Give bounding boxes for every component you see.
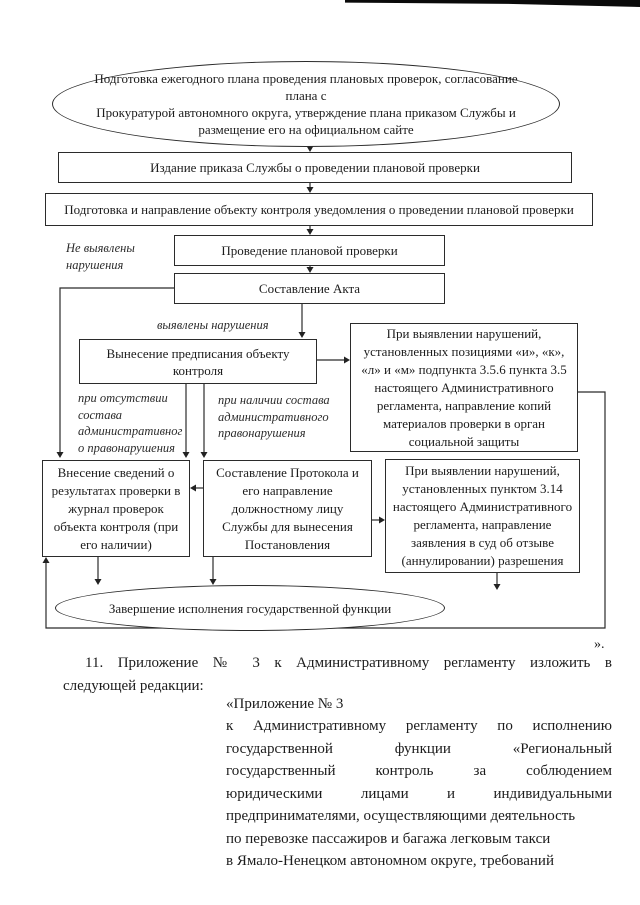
label-violations-found: выявлены нарушения [157, 318, 269, 332]
arrow-down [209, 579, 217, 585]
arrow-down [94, 579, 102, 585]
appendix-block-line: к Административному регламенту по исполн… [226, 718, 612, 734]
appendix-block-line: государственный контроль за соблюдением [226, 763, 612, 779]
scan-artifact-top-edge [345, 0, 640, 7]
flow-step-prescription: Вынесение предписания объекту контроля [79, 339, 317, 384]
appendix-block-line: в Ямало-Ненецком автономном округе, треб… [226, 853, 554, 869]
arrow-down [306, 146, 314, 152]
flow-end-ellipse: Завершение исполнения государственной фу… [55, 585, 445, 631]
flow-start-ellipse: Подготовка ежегодного плана проведения п… [52, 61, 560, 147]
flow-step-protocol: Составление Протокола и его направление … [203, 460, 372, 557]
flow-step-act: Составление Акта [174, 273, 445, 304]
flow-step-social-protection: При выявлении нарушений, установленных п… [350, 323, 578, 452]
flow-step-court: При выявлении нарушений, установленных п… [385, 459, 580, 573]
flow-step-notification: Подготовка и направление объекту контрол… [45, 193, 593, 226]
appendix-block-line: предпринимателями, осуществляющими деяте… [226, 808, 576, 824]
arrow-down [182, 452, 190, 458]
arrow-right [344, 356, 350, 364]
arrow-up [42, 557, 50, 563]
label-presence-of-offense: при наличии состава административного пр… [218, 393, 330, 440]
arrow-down [493, 584, 501, 590]
appendix-block-line: государственной функции «Региональный [226, 741, 612, 757]
paragraph-intro-line-1: 11. Приложение № 3 к Административному р… [85, 655, 612, 671]
flow-step-order-issue: Издание приказа Службы о проведении план… [58, 152, 572, 183]
arrow-down [306, 229, 314, 235]
appendix-block-line: по перевозке пассажиров и багажа легковы… [226, 831, 551, 847]
arrow-down [306, 267, 314, 273]
arrow-down [56, 452, 64, 458]
arrow-down [306, 187, 314, 193]
arrow-right [379, 516, 385, 524]
flow-step-inspection: Проведение плановой проверки [174, 235, 445, 266]
arrow-down [298, 332, 306, 338]
appendix-block-line: «Приложение № 3 [226, 696, 344, 712]
paragraph-intro-line-2: следующей редакции: [63, 678, 204, 694]
label-no-violations: Не выявлены нарушения [66, 241, 135, 272]
label-absence-of-offense: при отсутствии состава административног … [78, 391, 183, 455]
flow-step-journal: Внесение сведений о результатах проверки… [42, 460, 190, 557]
arrow-down [200, 452, 208, 458]
arrow-left [190, 484, 196, 492]
appendix-block-line: юридическими лицами и индивидуальными [226, 786, 612, 802]
closing-quote-mark: ». [594, 637, 605, 652]
